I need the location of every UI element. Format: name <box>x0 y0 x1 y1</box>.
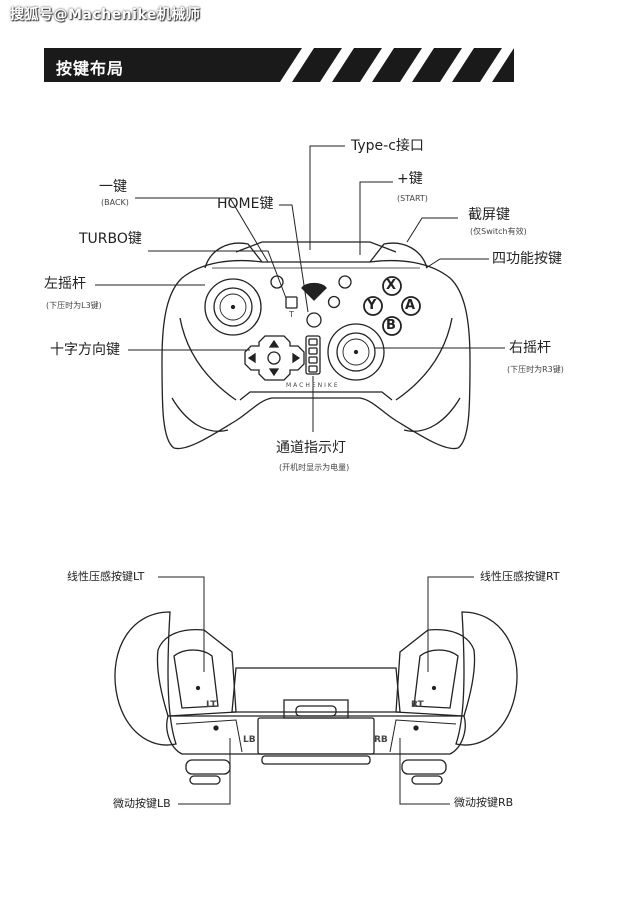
label-screenshot-sub: (仅Switch有效) <box>470 227 527 236</box>
label-lt: 线性压感按键LT <box>67 570 145 583</box>
section-title: 按键布局 <box>56 59 125 78</box>
channel-indicator <box>305 335 321 375</box>
mark-rb: RB <box>374 735 388 745</box>
label-channel: 通道指示灯 <box>276 440 346 456</box>
button-b[interactable]: B <box>386 318 396 333</box>
turbo-button-shape <box>285 296 298 309</box>
label-screenshot: 截屏键 <box>468 207 510 223</box>
turbo-mark: T <box>289 310 294 319</box>
dpad <box>244 335 305 381</box>
button-x[interactable]: X <box>386 278 397 293</box>
label-lb: 微动按键LB <box>113 797 171 810</box>
right-stick <box>327 323 385 381</box>
label-minus: 一键 <box>99 179 127 195</box>
label-type-c: Type-c接口 <box>351 138 424 154</box>
label-channel-sub: (开机时显示为电量) <box>279 463 350 472</box>
button-y[interactable]: Y <box>367 298 377 313</box>
label-left-stick: 左摇杆 <box>44 276 86 292</box>
controller-top-body <box>114 611 518 785</box>
label-rt: 线性压感按键RT <box>480 570 560 583</box>
plus-button-shape <box>338 275 352 289</box>
minus-button-shape <box>270 275 284 289</box>
label-right-stick-sub: (下压时为R3键) <box>507 365 564 374</box>
label-rb: 微动按键RB <box>454 796 514 809</box>
screenshot-button-shape <box>327 295 341 309</box>
home-button-shape <box>306 312 322 328</box>
left-stick <box>204 278 262 336</box>
label-plus: +键 <box>397 171 423 187</box>
label-left-stick-sub: (下压时为L3键) <box>46 301 102 310</box>
label-turbo: TURBO键 <box>79 231 142 247</box>
brand-text: MACHENIKE <box>286 382 340 389</box>
label-right-stick: 右摇杆 <box>509 340 551 356</box>
mark-lt: LT <box>206 700 217 710</box>
button-a[interactable]: A <box>405 298 416 313</box>
controller-front-body <box>161 241 471 450</box>
face-buttons <box>363 276 421 336</box>
label-dpad: 十字方向键 <box>50 342 120 358</box>
label-plus-sub: (START) <box>397 194 428 203</box>
mark-rt: RT <box>411 700 424 710</box>
label-home: HOME键 <box>217 196 274 212</box>
watermark: 搜狐号@Machenike机械师 <box>10 7 201 23</box>
mark-lb: LB <box>243 735 256 745</box>
label-minus-sub: (BACK) <box>101 198 129 207</box>
label-four-buttons: 四功能按键 <box>492 251 562 267</box>
section-header-bar <box>44 48 514 82</box>
